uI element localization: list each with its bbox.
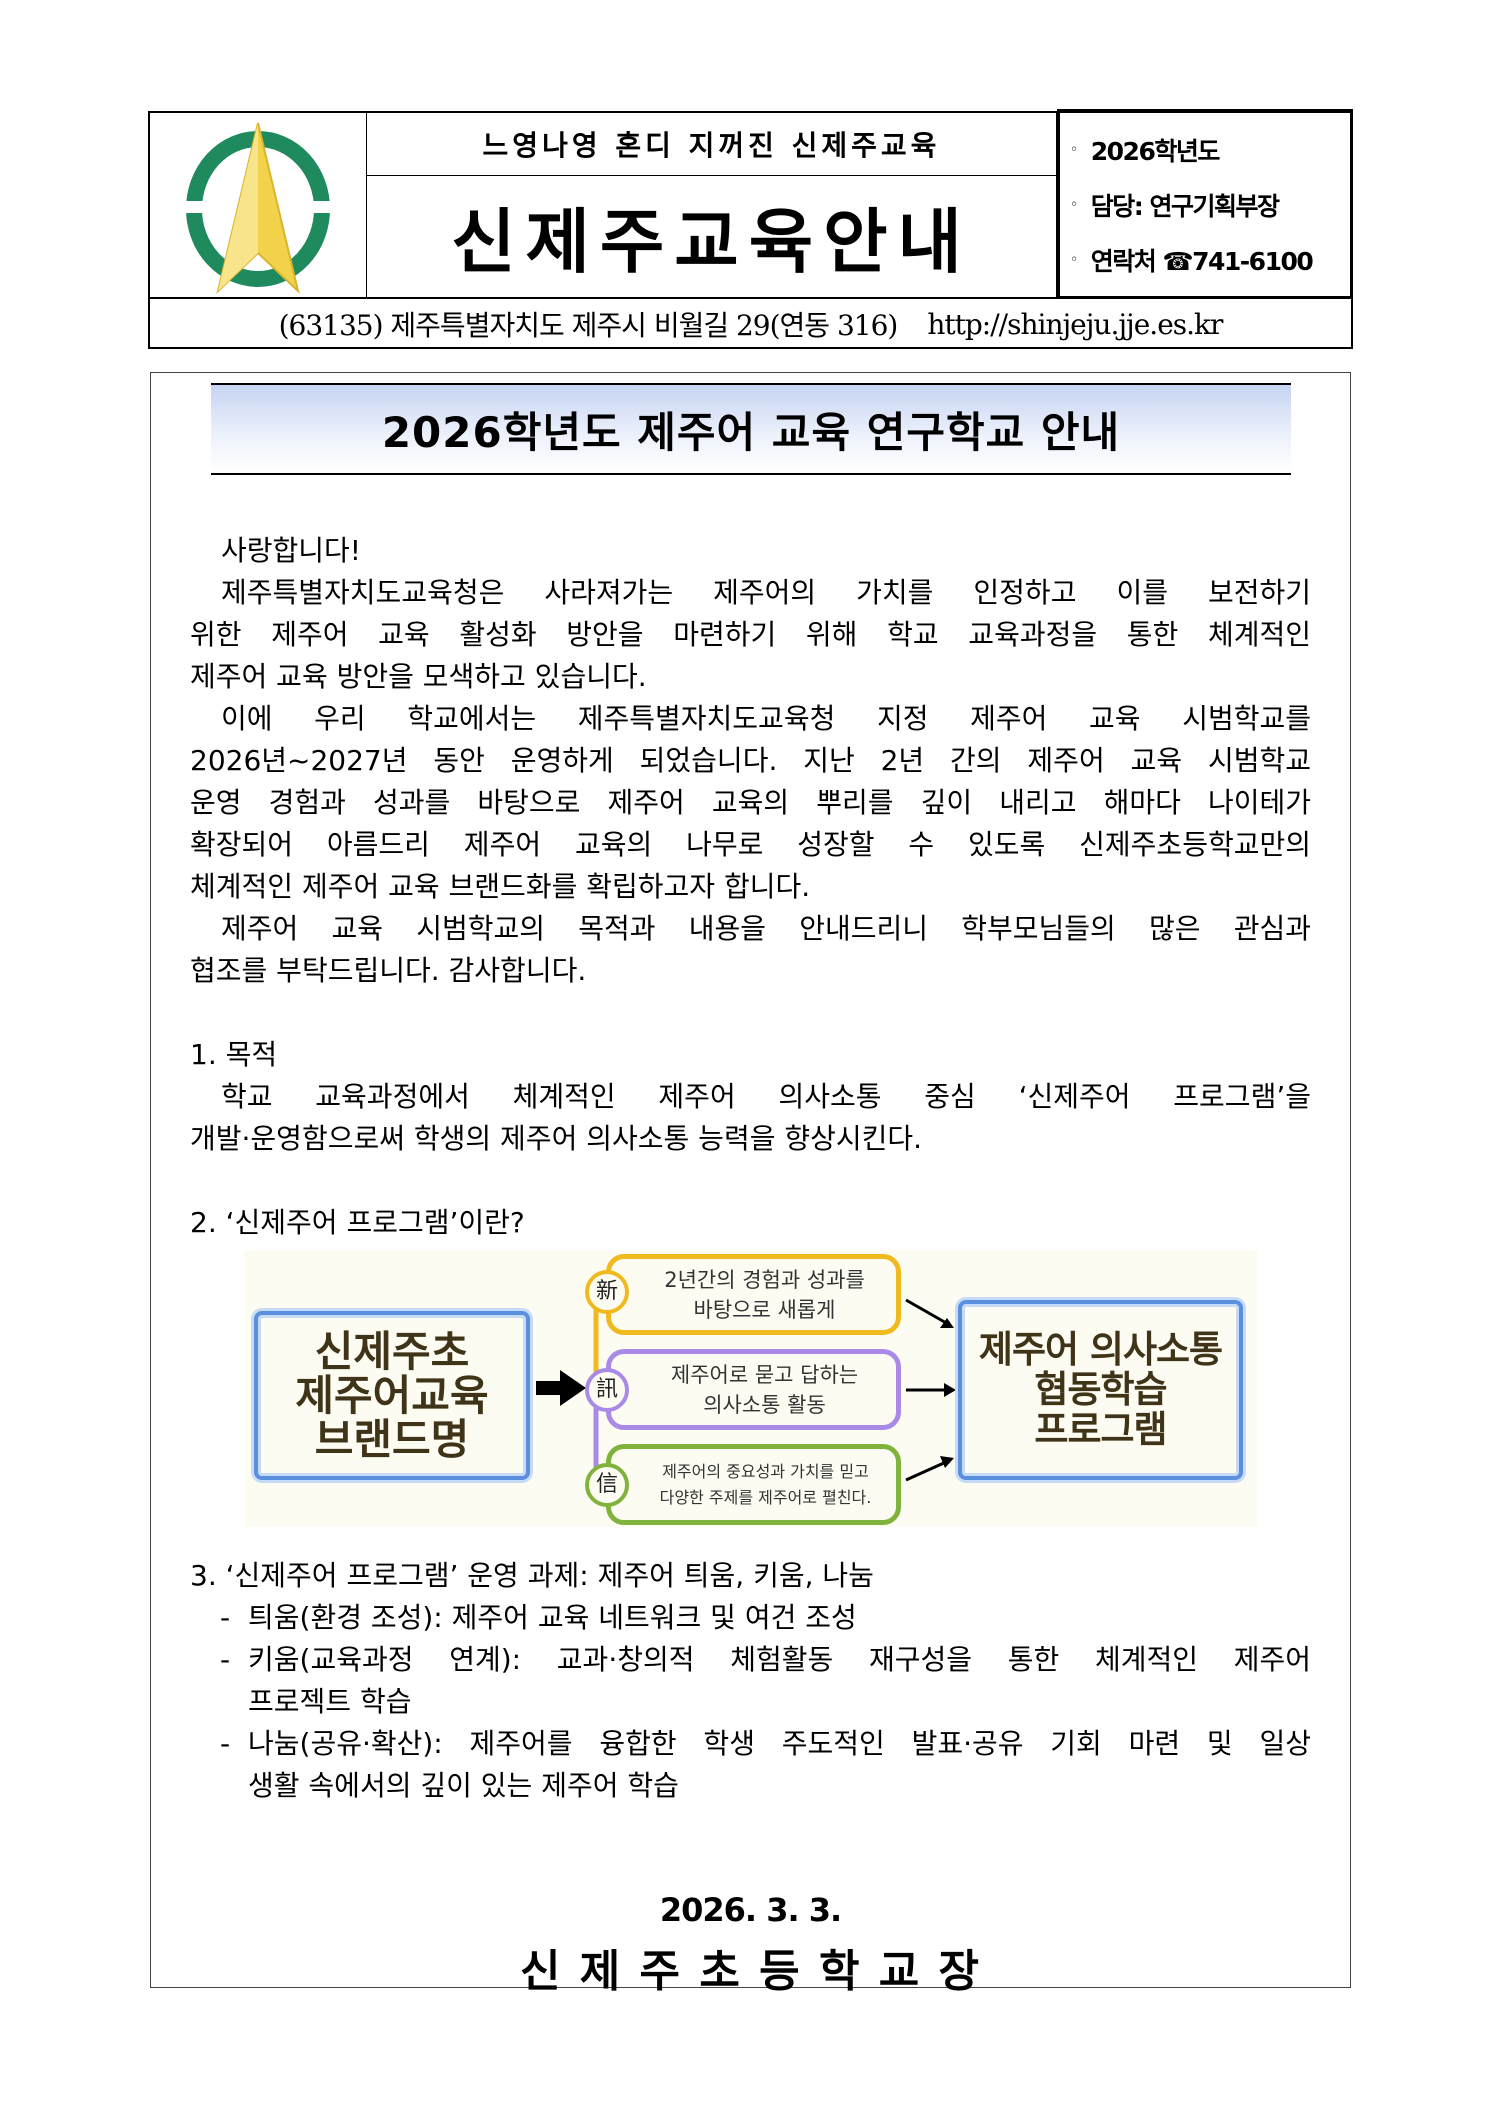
info-phone: ◦연락처 ☎741-6100 [1070,246,1314,276]
info-contact-person: ◦담당: 연구기획부장 [1070,191,1280,221]
para-line: 협조를 부탁드립니다. 감사합니다. [190,954,587,987]
result-line: 협동학습 [1034,1368,1167,1411]
list-item: 프로젝트 학습 [248,1685,412,1718]
section-2-title: 2. ‘신제주어 프로그램’이란? [190,1206,525,1239]
result-line: 프로그램 [1034,1408,1167,1451]
website-link[interactable]: http://shinjeju.jje.es.kr [927,307,1223,341]
letterhead: 느영나영 혼디 지꺼진 신제주교육 신제주교육안내 ◦2026학년도 ◦담당: … [148,109,1353,349]
list-item: 키움(교육과정 연계): 교과·창의적 체험활동 재구성을 통한 체계적인 제주… [248,1643,1311,1676]
info-year: ◦2026학년도 [1070,136,1220,166]
brand-line: 제주어교육 [295,1370,489,1420]
arrow-head-icon [944,1383,956,1397]
result-line: 제주어 의사소통 [978,1328,1223,1371]
logo-emblem-icon [180,122,340,295]
brand-line: 브랜드명 [314,1414,470,1464]
notice-date: 2026. 3. 3. [659,1891,842,1929]
signer: 신 제 주 초 등 학 교 장 [519,1946,982,1997]
newsletter-title: 신제주교육안내 [451,200,972,283]
para-line: 개발·운영함으로써 학생의 제주어 의사소통 능력을 향상시킨다. [190,1122,923,1155]
para-line: 위한 제주어 교육 활성화 방안을 마련하기 위해 학교 교육과정을 통한 체계… [190,618,1311,651]
para-line: 확장되어 아름드리 제주어 교육의 나무로 성장할 수 있도록 신제주초등학교만… [190,828,1311,861]
arrow-line [905,1460,947,1482]
arrow-head-icon [940,1318,954,1328]
list-item: 틔움(환경 조성): 제주어 교육 네트워크 및 여건 조성 [248,1601,857,1634]
para-line: 제주어 교육 시범학교의 목적과 내용을 안내드리니 학부모님들의 많은 관심과 [221,912,1311,945]
notice-body: 2026학년도 제주어 교육 연구학교 안내 사랑합니다! 제주특별자치도교육청… [150,372,1351,1997]
list-item: 나눔(공유·확산): 제주어를 융합한 학생 주도적인 발표·공유 기회 마련 … [248,1727,1311,1760]
para-line: 운영 경험과 성과를 바탕으로 제주어 교육의 뿌리를 깊이 내리고 해마다 나… [190,786,1311,819]
section-3-title: 3. ‘신제주어 프로그램’ 운영 과제: 제주어 틔움, 키움, 나눔 [190,1559,874,1592]
para-line: 제주특별자치도교육청은 사라져가는 제주어의 가치를 인정하고 이를 보전하기 [221,576,1311,609]
arrow-line [905,1298,949,1326]
info-box: ◦2026학년도 ◦담당: 연구기획부장 ◦연락처 ☎741-6100 [1057,109,1353,297]
arrow-right-icon [560,1370,586,1406]
new-char-icon: 新 [585,1270,629,1314]
para-line: 2026년~2027년 동안 운영하게 되었습니다. 지난 2년 간의 제주어 … [190,744,1311,777]
address-row: (63135) 제주특별자치도 제주시 비월길 29(연동 316) http:… [150,297,1351,349]
para-line: 제주어 교육 방안을 모색하고 있습니다. [190,660,647,693]
greeting: 사랑합니다! [221,534,362,567]
para-line: 체계적인 제주어 교육 브랜드화를 확립하고자 합니다. [190,870,811,903]
para-line: 학교 교육과정에서 체계적인 제주어 의사소통 중심 ‘신제주어 프로그램’을 [221,1080,1311,1113]
list-item: 생활 속에서의 깊이 있는 제주어 학습 [248,1769,679,1802]
brand-line: 신제주초 [314,1326,470,1376]
para-line: 이에 우리 학교에서는 제주특별자치도교육청 지정 제주어 교육 시범학교를 [221,702,1311,735]
arrow-head-icon [940,1456,954,1468]
trust-char-icon: 信 [585,1463,629,1507]
section-1-title: 1. 목적 [190,1038,278,1071]
communicate-char-icon: 訊 [585,1368,629,1412]
slogan: 느영나영 혼디 지꺼진 신제주교육 [367,113,1056,176]
notice-title: 2026학년도 제주어 교육 연구학교 안내 [211,383,1291,475]
school-logo [150,113,367,297]
address: (63135) 제주특별자치도 제주시 비월길 29(연동 316) [278,309,899,342]
